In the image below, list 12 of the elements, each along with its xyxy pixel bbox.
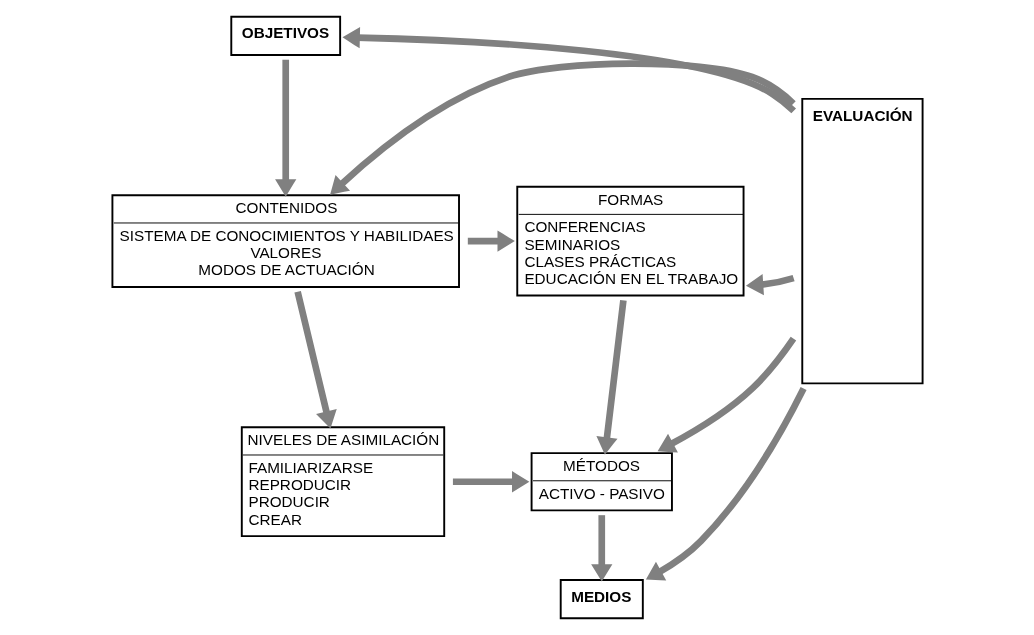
arrow [595, 300, 627, 455]
arrow [329, 60, 796, 195]
node-box: MEDIOS [559, 579, 644, 620]
arrow [657, 336, 796, 453]
arrow [342, 27, 796, 114]
node-box: EVALUACIÓN [800, 97, 924, 385]
arrow [452, 471, 529, 493]
arrow [645, 386, 807, 581]
arrow [293, 291, 337, 429]
node-box: OBJETIVOS [229, 15, 341, 56]
arrow [745, 274, 795, 296]
arrow [274, 59, 296, 197]
